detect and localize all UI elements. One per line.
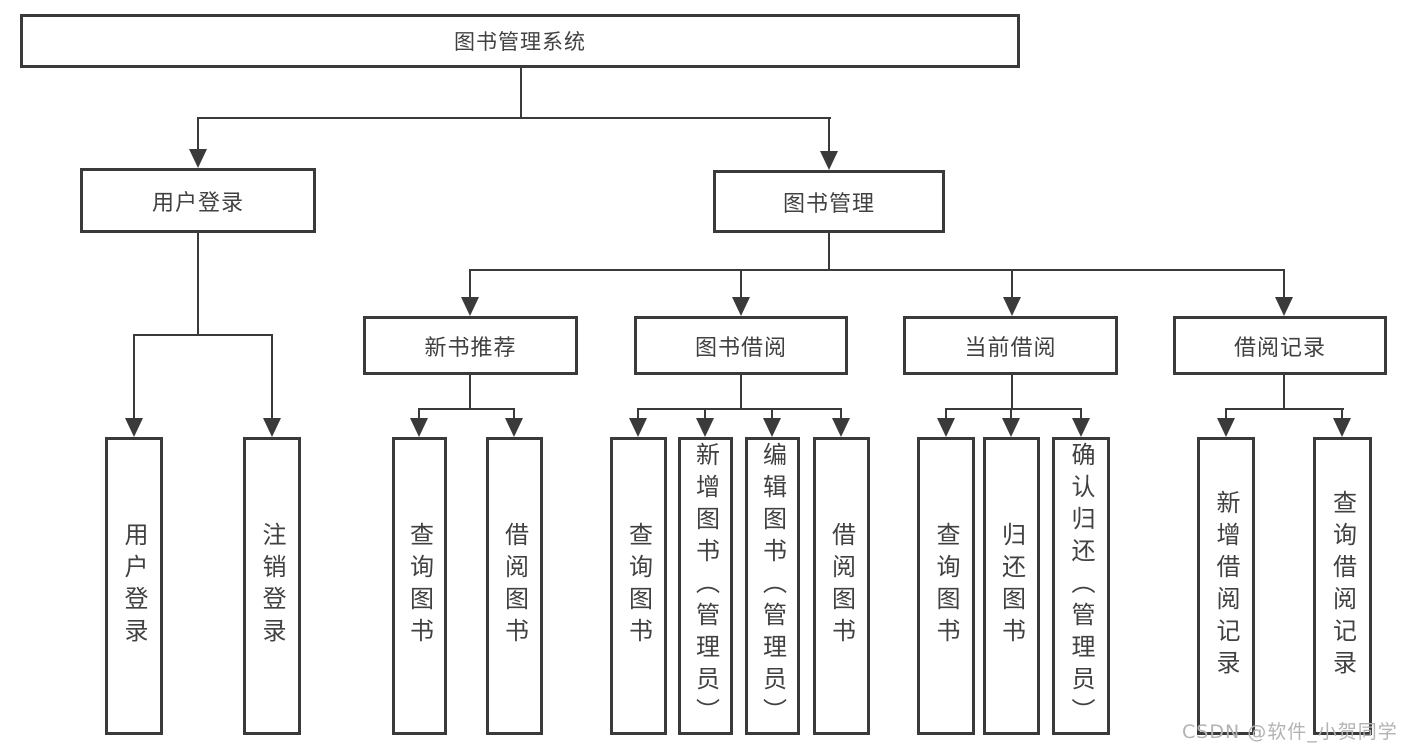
node-label: 注销登录 (258, 522, 286, 650)
edge-current-borrow-stem (1011, 270, 1013, 299)
node-book-borrow: 图书借阅 (634, 316, 848, 375)
arrow-down-user-login-icon (189, 149, 207, 168)
arrow-down-book-mgmt-icon (820, 151, 838, 170)
edge-user-login-branch (133, 334, 273, 336)
node-label: 当前借阅 (964, 335, 1057, 361)
arrow-down-bb-borrow-icon (832, 418, 850, 437)
node-label: 借阅图书 (827, 522, 856, 650)
node-leaf-user-login: 用户登录 (105, 437, 163, 735)
edge-bb-add-stem (704, 409, 706, 419)
node-leaf-logout: 注销登录 (243, 437, 301, 735)
node-label: 图书借阅 (694, 335, 787, 361)
arrow-down-ul-login-icon (125, 418, 143, 437)
node-borrow-records: 借阅记录 (1173, 316, 1387, 375)
edge-cb-query-stem (945, 409, 947, 419)
edge-bb-query-stem (637, 409, 639, 419)
node-book-management: 图书管理 (713, 170, 945, 233)
node-label: 新增借阅记录 (1212, 490, 1240, 682)
arrow-down-bb-query-icon (629, 418, 647, 437)
node-leaf-cb-query-books: 查询图书 (917, 437, 975, 735)
arrow-down-cb-query-icon (937, 418, 955, 437)
node-leaf-cb-return-books: 归还图书 (983, 437, 1040, 735)
node-leaf-bb-edit-books-admin: 编辑图书（管理员） (745, 437, 800, 735)
edge-new-rec-branch (418, 408, 515, 410)
arrow-down-br-query-icon (1333, 418, 1351, 437)
edge-br-query-stem (1341, 409, 1343, 419)
arrow-down-bb-add-icon (696, 418, 714, 437)
arrow-down-current-borrow-icon (1003, 297, 1021, 316)
edge-borrow-records-branch (1225, 408, 1344, 410)
arrow-down-cb-confirm-icon (1072, 418, 1090, 437)
node-label: 查询图书 (932, 522, 960, 650)
node-leaf-nr-query-books: 查询图书 (392, 437, 447, 735)
edge-br-add-stem (1225, 409, 1227, 419)
edge-book-borrow-down (740, 375, 742, 409)
node-leaf-bb-add-books-admin: 新增图书（管理员） (678, 437, 733, 735)
node-leaf-nr-borrow-books: 借阅图书 (486, 437, 543, 735)
edge-cb-return-stem (1010, 409, 1012, 419)
node-label: 新书推荐 (424, 335, 517, 361)
node-user-login: 用户登录 (80, 168, 316, 233)
edge-book-borrow-stem (740, 270, 742, 299)
node-library-management-system: 图书管理系统 (20, 14, 1020, 68)
node-label: 借阅记录 (1233, 335, 1326, 361)
edge-root-stem (520, 68, 522, 118)
arrow-down-br-add-icon (1217, 418, 1235, 437)
node-label: 新增图书（管理员） (691, 442, 720, 730)
edge-book-mgmt-down (828, 233, 830, 270)
edge-bb-edit-stem (771, 409, 773, 419)
node-label: 归还图书 (997, 522, 1026, 650)
edge-ul-logout-stem (271, 335, 273, 419)
edge-current-borrow-down (1011, 375, 1013, 409)
arrow-down-cb-return-icon (1002, 418, 1020, 437)
arrow-down-nr-query-icon (410, 418, 428, 437)
node-leaf-br-add-record: 新增借阅记录 (1197, 437, 1255, 735)
edge-new-rec-down (469, 375, 471, 409)
arrow-down-ul-logout-icon (263, 418, 281, 437)
csdn-watermark: CSDN @软件_小贺同学 (1182, 721, 1398, 743)
edge-book-borrow-branch (637, 408, 842, 410)
node-label: 查询图书 (405, 522, 434, 650)
node-leaf-bb-query-books: 查询图书 (610, 437, 667, 735)
node-label: 用户登录 (120, 522, 148, 650)
edge-new-rec-stem (469, 270, 471, 299)
edge-current-borrow-branch (945, 408, 1082, 410)
node-label: 确认归还（管理员） (1067, 442, 1095, 730)
node-label: 图书管理 (782, 191, 875, 217)
edge-borrow-records-down (1283, 375, 1285, 409)
node-label: 用户登录 (151, 190, 244, 216)
node-current-borrow: 当前借阅 (903, 316, 1118, 375)
arrow-down-book-borrow-icon (732, 297, 750, 316)
edge-nr-borrow-stem (513, 409, 515, 419)
node-new-book-recommend: 新书推荐 (363, 316, 578, 375)
node-leaf-cb-confirm-return-admin: 确认归还（管理员） (1052, 437, 1110, 735)
edge-book-mgmt-stem (828, 118, 830, 153)
edge-book-mgmt-branch (469, 269, 1285, 271)
edge-user-login-stem (197, 118, 199, 151)
edge-cb-confirm-stem (1080, 409, 1082, 419)
edge-ul-login-stem (133, 335, 135, 419)
arrow-down-borrow-records-icon (1275, 297, 1293, 316)
node-leaf-bb-borrow-books: 借阅图书 (813, 437, 870, 735)
edge-root-branch (197, 117, 831, 119)
arrow-down-bb-edit-icon (763, 418, 781, 437)
node-leaf-br-query-record: 查询借阅记录 (1313, 437, 1372, 735)
edge-bb-borrow-stem (840, 409, 842, 419)
node-label: 查询图书 (624, 522, 653, 650)
arrow-down-new-rec-icon (461, 297, 479, 316)
edge-nr-query-stem (418, 409, 420, 419)
arrow-down-nr-borrow-icon (505, 418, 523, 437)
node-label: 查询借阅记录 (1328, 490, 1357, 682)
edge-user-login-down (197, 233, 199, 335)
node-label: 编辑图书（管理员） (758, 442, 787, 730)
node-label: 图书管理系统 (454, 30, 586, 54)
node-label: 借阅图书 (500, 522, 529, 650)
edge-borrow-records-stem (1283, 270, 1285, 299)
